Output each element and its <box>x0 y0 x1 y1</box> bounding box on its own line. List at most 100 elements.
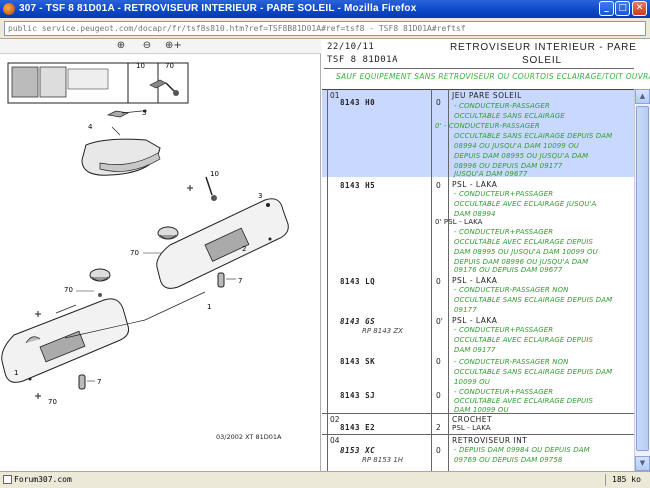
part-number[interactable]: 8143 H5 <box>340 181 376 190</box>
part-desc: OCCULTABLE SANS ECLAIRAGE DEPUIS DAM <box>454 296 613 304</box>
page-icon <box>3 475 12 484</box>
part-desc: DEPUIS DAM 08996 OU JUSQU'A DAM <box>454 258 589 266</box>
table-row[interactable]: 8143 SK 0 - CONDUCTEUR-PASSAGER NON OCCU… <box>322 355 634 387</box>
page-subtitle: SAUF EQUIPEMENT SANS RETROVISEUR OU COUR… <box>336 72 650 81</box>
part-number[interactable]: 8143 H0 <box>340 98 376 107</box>
part-desc: OCCULTABLE AVEC ECLAIRAGE DEPUIS <box>454 397 594 405</box>
zoom-out-icon[interactable]: ⊖ <box>142 40 152 51</box>
part-desc: - CONDUCTEUR+PASSAGER <box>454 388 554 396</box>
parts-list-pane: 22/10/11 TSF 8 81D01A RETROVISEUR INTERI… <box>322 39 650 471</box>
part-label: PSL - LAKA <box>452 276 498 285</box>
quantity: 0 <box>436 446 441 455</box>
part-number[interactable]: 8143 SK <box>340 357 376 366</box>
part-desc: - CONDUCTEUR+PASSAGER <box>454 228 554 236</box>
diagram-label: 70 <box>48 398 57 406</box>
zoom-toolbar: ⊕ ⊖ ⊕+ <box>0 39 321 54</box>
diagram-label: 10 <box>210 170 219 178</box>
page-size: 185 ko <box>612 475 641 484</box>
vertical-scrollbar[interactable]: ▲ ▼ <box>634 89 650 471</box>
part-desc: - CONDUCTEUR-PASSAGER NON <box>454 286 569 294</box>
window-title: 307 - TSF 8 81D01A - RETROVISEUR INTERIE… <box>19 3 417 14</box>
diagram-label: 10 <box>136 62 145 70</box>
table-row[interactable]: 02 8143 E2 2 CROCHET PSL - LAKA <box>322 414 634 434</box>
part-label: RETROVISEUR INT <box>452 436 528 445</box>
diagram-label: 1 <box>14 369 18 377</box>
table-row[interactable]: 8143 GS RP 8143 ZX 0' PSL - LAKA - CONDU… <box>322 315 634 355</box>
quantity: 2 <box>436 423 441 432</box>
part-desc: 09177 <box>454 306 477 314</box>
part-label: PSL - LAKA <box>452 180 498 189</box>
zoom-in-icon[interactable]: ⊕ <box>116 40 126 51</box>
diagram-label: 7 <box>97 378 101 386</box>
part-desc: 0' - CONDUCTEUR-PASSAGER <box>435 122 540 130</box>
group-number: 02 <box>330 415 340 424</box>
part-label: CROCHET <box>452 415 493 424</box>
table-row[interactable]: 8143 SJ 0 - CONDUCTEUR+PASSAGER OCCULTAB… <box>322 387 634 414</box>
part-desc: DAM 08994 <box>454 210 496 218</box>
part-desc: 10099 OU <box>454 378 490 386</box>
page-title-line2: SOLEIL <box>522 55 562 66</box>
table-row[interactable]: 04 8153 XC RP 8153 1H 0 RETROVISEUR INT … <box>322 435 634 471</box>
diagram-caption: 03/2002 XT 81D01A <box>216 433 282 441</box>
url-field[interactable]: public service.peugeot.com/docapr/fr/tsf… <box>4 21 646 36</box>
part-desc: - DEPUIS DAM 09984 OU DEPUIS DAM <box>454 446 590 454</box>
part-number[interactable]: 8143 SJ <box>340 391 376 400</box>
part-desc: JUSQU'A DAM 09677 <box>454 170 528 178</box>
diagram-label: 7 <box>238 277 242 285</box>
parts-diagram: 10 70 4 5 10 70 70 3 <box>1 62 289 441</box>
table-row[interactable]: 8143 H5 0 PSL - LAKA - CONDUCTEUR+PASSAG… <box>322 177 634 274</box>
part-desc: - CONDUCTEUR-PASSAGER <box>454 102 550 110</box>
table-row[interactable]: 01 8143 H0 0 JEU PARE SOLEIL - CONDUCTEU… <box>322 90 634 178</box>
quantity: 0 <box>436 357 441 366</box>
diagram-label: 70 <box>130 249 139 257</box>
window-titlebar: 307 - TSF 8 81D01A - RETROVISEUR INTERIE… <box>0 0 650 18</box>
part-label: PSL - LAKA <box>452 316 498 325</box>
diagram-label: 1 <box>207 303 211 311</box>
scroll-down-icon[interactable]: ▼ <box>635 456 650 471</box>
row-divider <box>322 413 634 414</box>
group-number: 04 <box>330 436 340 445</box>
column-divider <box>431 89 432 471</box>
address-bar: public service.peugeot.com/docapr/fr/tsf… <box>0 18 650 39</box>
replacement-ref[interactable]: RP 8153 1H <box>362 456 404 464</box>
diagram-pane: ⊕ ⊖ ⊕+ 10 70 4 5 10 70 <box>0 39 321 471</box>
part-desc: 09769 OU DEPUIS DAM 09758 <box>454 456 563 464</box>
close-button[interactable]: ✕ <box>632 1 647 16</box>
status-text: Forum307.com <box>14 475 72 484</box>
part-desc: 08996 OU DEPUIS DAM 09177 <box>454 162 563 170</box>
part-desc: DAM 10099 OU <box>454 406 509 414</box>
part-label: JEU PARE SOLEIL <box>452 91 522 100</box>
part-desc: DAM 09177 <box>454 346 496 354</box>
part-desc: OCCULTABLE SANS ECLAIRAGE DEPUIS DAM <box>454 132 613 140</box>
part-desc: - CONDUCTEUR+PASSAGER <box>454 326 554 334</box>
diagram-label: 70 <box>64 286 73 294</box>
table-row[interactable]: 8143 LQ 0 PSL - LAKA - CONDUCTEUR-PASSAG… <box>322 275 634 315</box>
part-desc: DAM 08995 OU JUSQU'A DAM 10099 OU <box>454 248 598 256</box>
replacement-ref[interactable]: RP 8143 ZX <box>362 327 403 335</box>
part-number[interactable]: 8143 E2 <box>340 423 376 432</box>
row-divider <box>322 434 634 435</box>
firefox-icon <box>3 3 15 15</box>
page-title: RETROVISEUR INTERIEUR - PARE <box>450 42 637 53</box>
part-desc: OCCULTABLE SANS ECLAIRAGE <box>454 112 565 120</box>
scroll-thumb[interactable] <box>636 106 649 451</box>
part-number[interactable]: 8143 GS <box>340 317 376 326</box>
column-divider <box>327 89 328 471</box>
quantity: 0 <box>436 391 441 400</box>
divider <box>605 474 606 486</box>
zoom-fit-icon[interactable]: ⊕+ <box>165 40 182 51</box>
minimize-button[interactable]: _ <box>599 1 614 16</box>
part-desc: OCCULTABLE SANS ECLAIRAGE DEPUIS DAM <box>454 368 613 376</box>
diagram-label: 2 <box>242 245 246 253</box>
column-divider <box>448 89 449 471</box>
part-desc: 08994 OU JUSQU'A DAM 10099 OU <box>454 142 580 150</box>
part-number[interactable]: 8153 XC <box>340 446 376 455</box>
part-number[interactable]: 8143 LQ <box>340 277 376 286</box>
maximize-button[interactable]: □ <box>615 1 630 16</box>
scroll-up-icon[interactable]: ▲ <box>635 89 650 104</box>
part-desc: OCCULTABLE AVEC ECLAIRAGE DEPUIS <box>454 238 594 246</box>
quantity: 0 <box>436 98 441 107</box>
quantity: 0 <box>436 181 441 190</box>
diagram-label: 3 <box>258 192 262 200</box>
divider <box>324 68 634 69</box>
